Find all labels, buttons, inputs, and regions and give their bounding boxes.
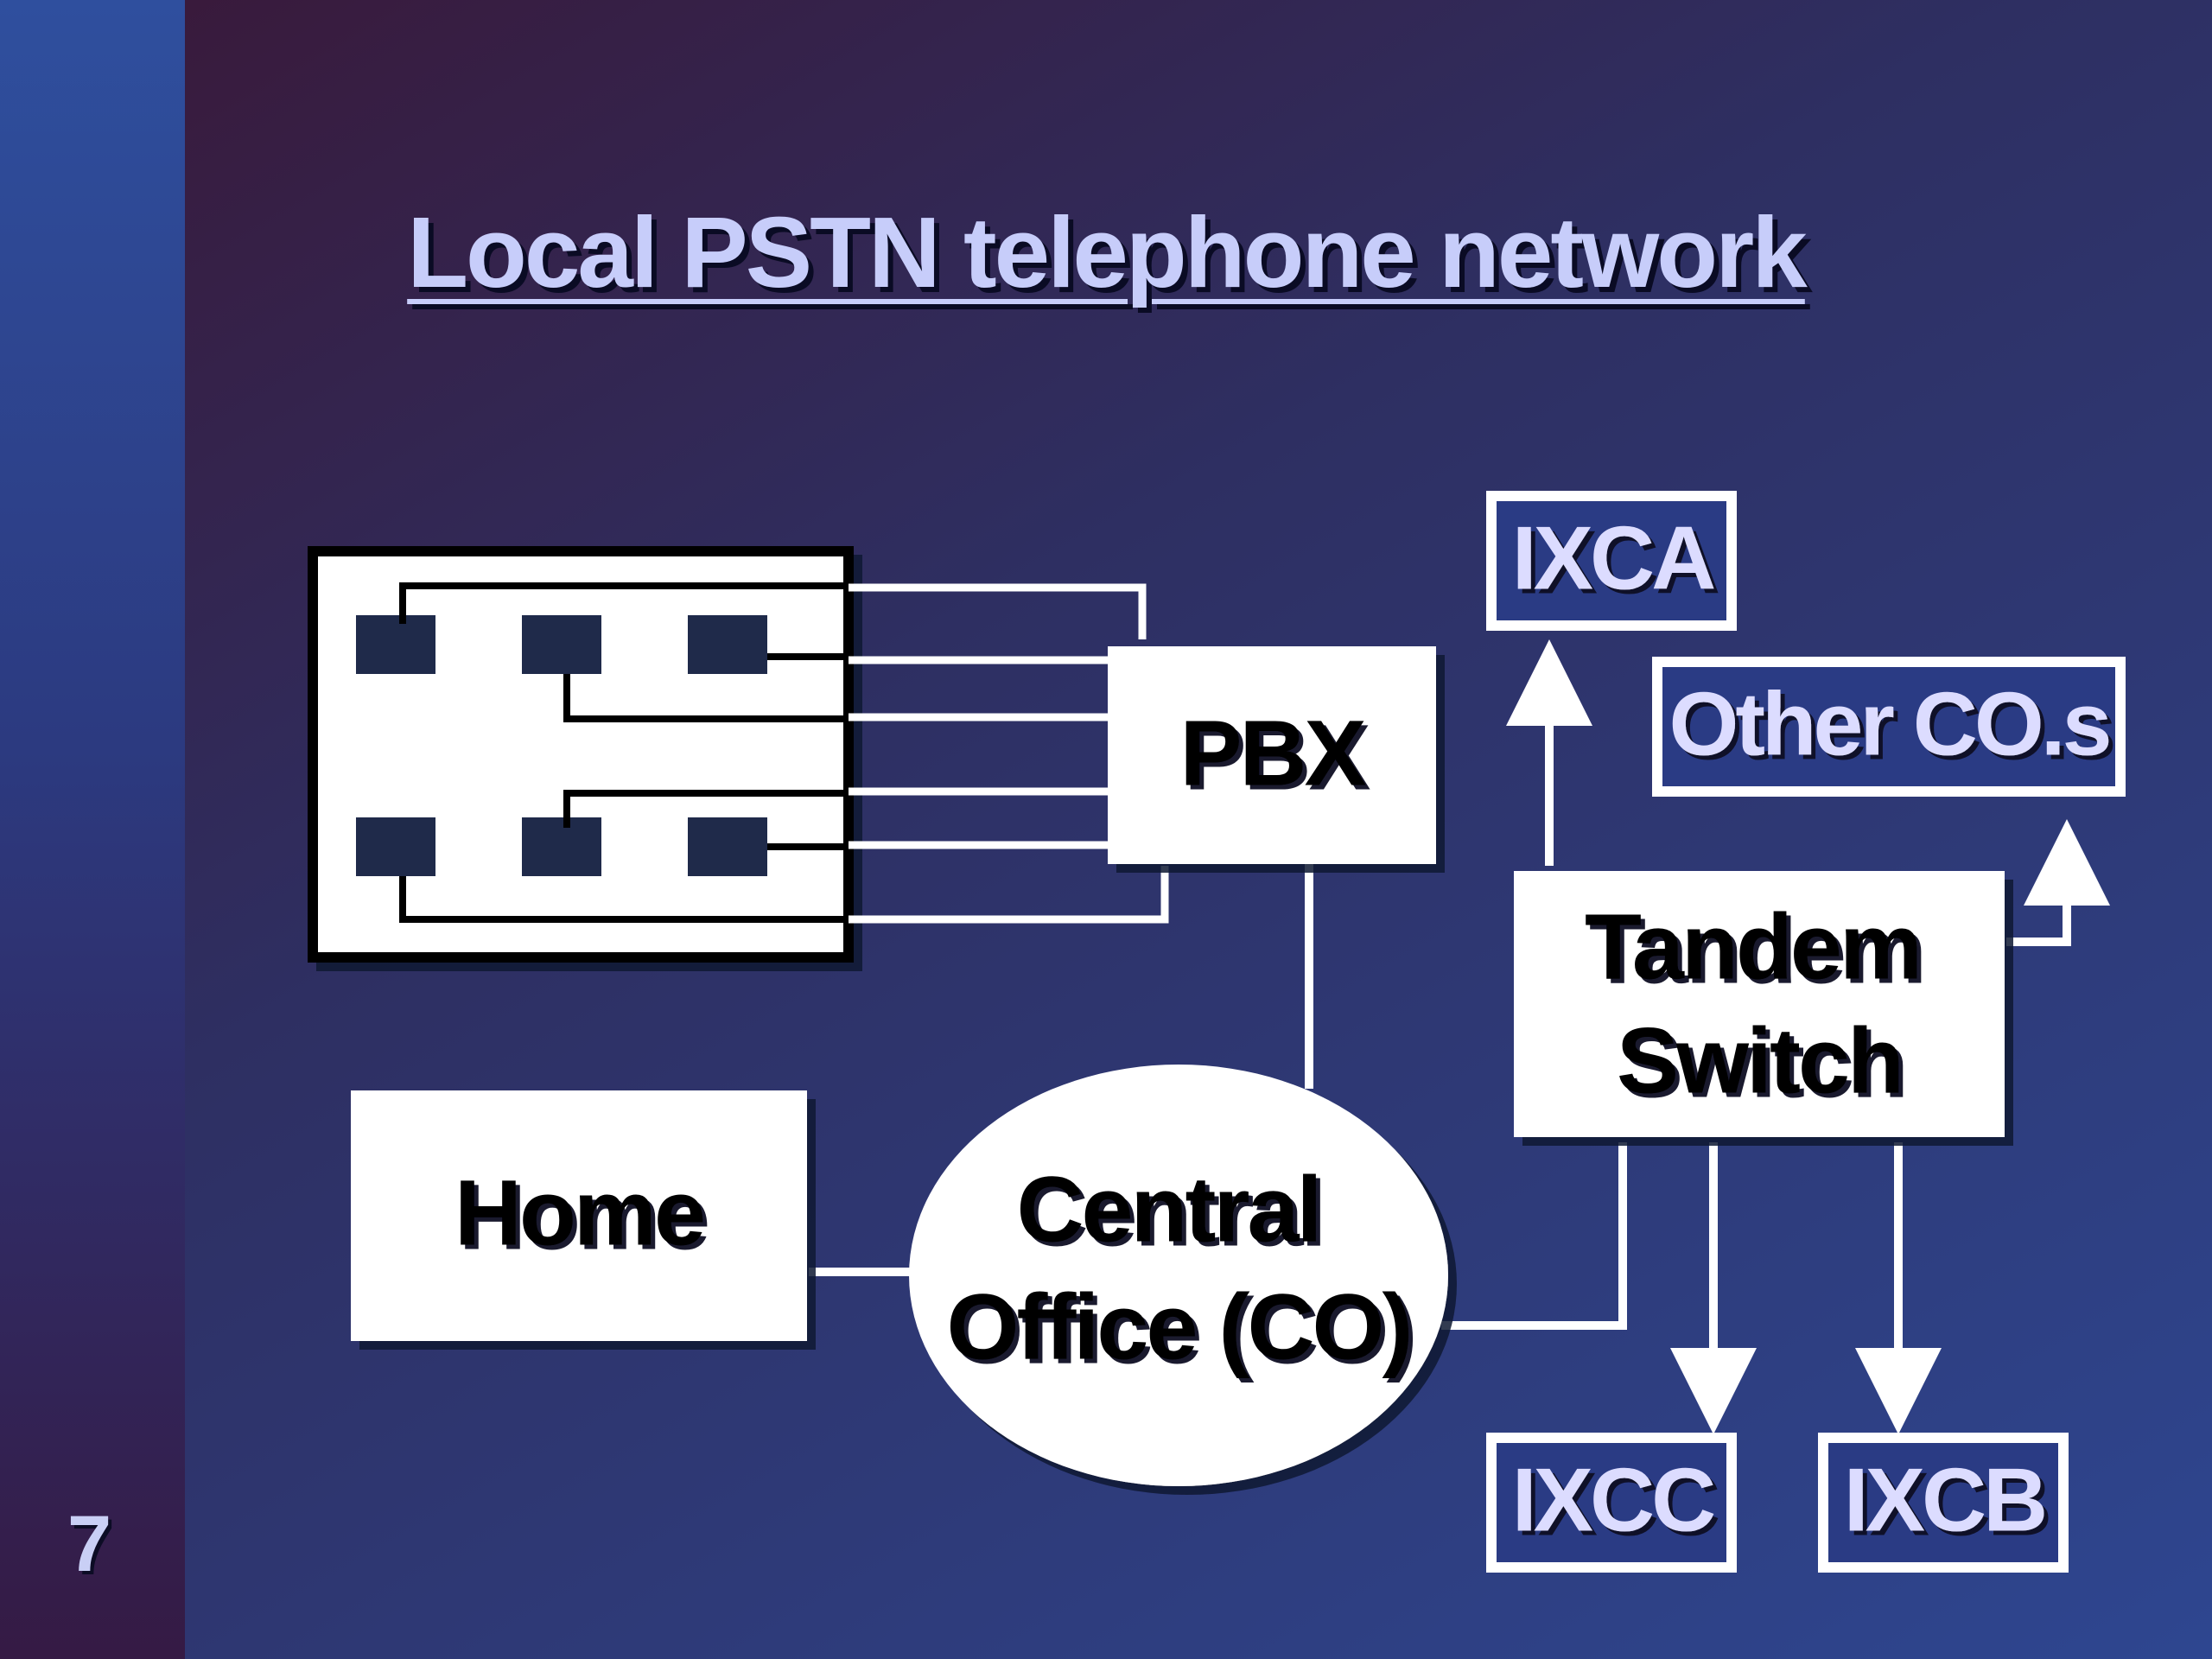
pbx-node: PBX xyxy=(1108,646,1436,864)
phone-icon xyxy=(522,615,601,674)
home-box xyxy=(351,1090,807,1341)
other-cos-label: Other CO.s xyxy=(1669,674,2109,774)
phone-icon xyxy=(356,615,435,674)
ixca-node: IXCA xyxy=(1486,491,1737,631)
office-wiring xyxy=(399,582,849,923)
arrows xyxy=(1506,639,2110,1434)
other-cos-box xyxy=(1652,657,2126,797)
central-office-label-line2: Office (CO) xyxy=(946,1274,1410,1379)
phone-icon xyxy=(522,817,601,876)
office-building xyxy=(308,546,854,963)
central-office-ellipse xyxy=(909,1065,1448,1486)
home-node: Home xyxy=(351,1090,807,1341)
phone-icon xyxy=(356,817,435,876)
tandem-switch-box xyxy=(1514,871,2005,1137)
home-label: Home xyxy=(454,1160,703,1265)
office-box xyxy=(308,546,854,963)
phone-icon xyxy=(688,615,767,674)
other-cos-node: Other CO.s xyxy=(1652,657,2126,797)
co-tandem-line xyxy=(1441,1142,1627,1330)
arrow-to-other-cos xyxy=(2006,819,2110,946)
phone-icon xyxy=(688,817,767,876)
ixcb-node: IXCB xyxy=(1818,1433,2069,1573)
tandem-switch-node: Tandem Switch xyxy=(1514,871,2005,1137)
sidebar-band xyxy=(0,0,185,1659)
slide-title: Local PSTN telephone network xyxy=(407,196,1808,308)
tandem-switch-label-line1: Tandem xyxy=(1585,894,1920,999)
pbx-lines xyxy=(849,583,1169,924)
ixcc-box xyxy=(1486,1433,1737,1573)
ixca-box xyxy=(1486,491,1737,631)
central-office-node: Central Office (CO) xyxy=(909,1065,1448,1486)
connectors xyxy=(809,864,1627,1330)
tandem-switch-label-line2: Switch xyxy=(1617,1008,1902,1113)
ixca-label: IXCA xyxy=(1512,508,1714,608)
ixcc-label: IXCC xyxy=(1512,1450,1714,1550)
pbx-label: PBX xyxy=(1179,701,1366,805)
central-office-label-line1: Central xyxy=(1016,1157,1319,1262)
ixcb-box xyxy=(1818,1433,2069,1573)
ixcb-label: IXCB xyxy=(1844,1450,2044,1550)
pbx-box xyxy=(1108,646,1436,864)
ixcc-node: IXCC xyxy=(1486,1433,1737,1573)
slide-number: 7 xyxy=(67,1500,112,1588)
